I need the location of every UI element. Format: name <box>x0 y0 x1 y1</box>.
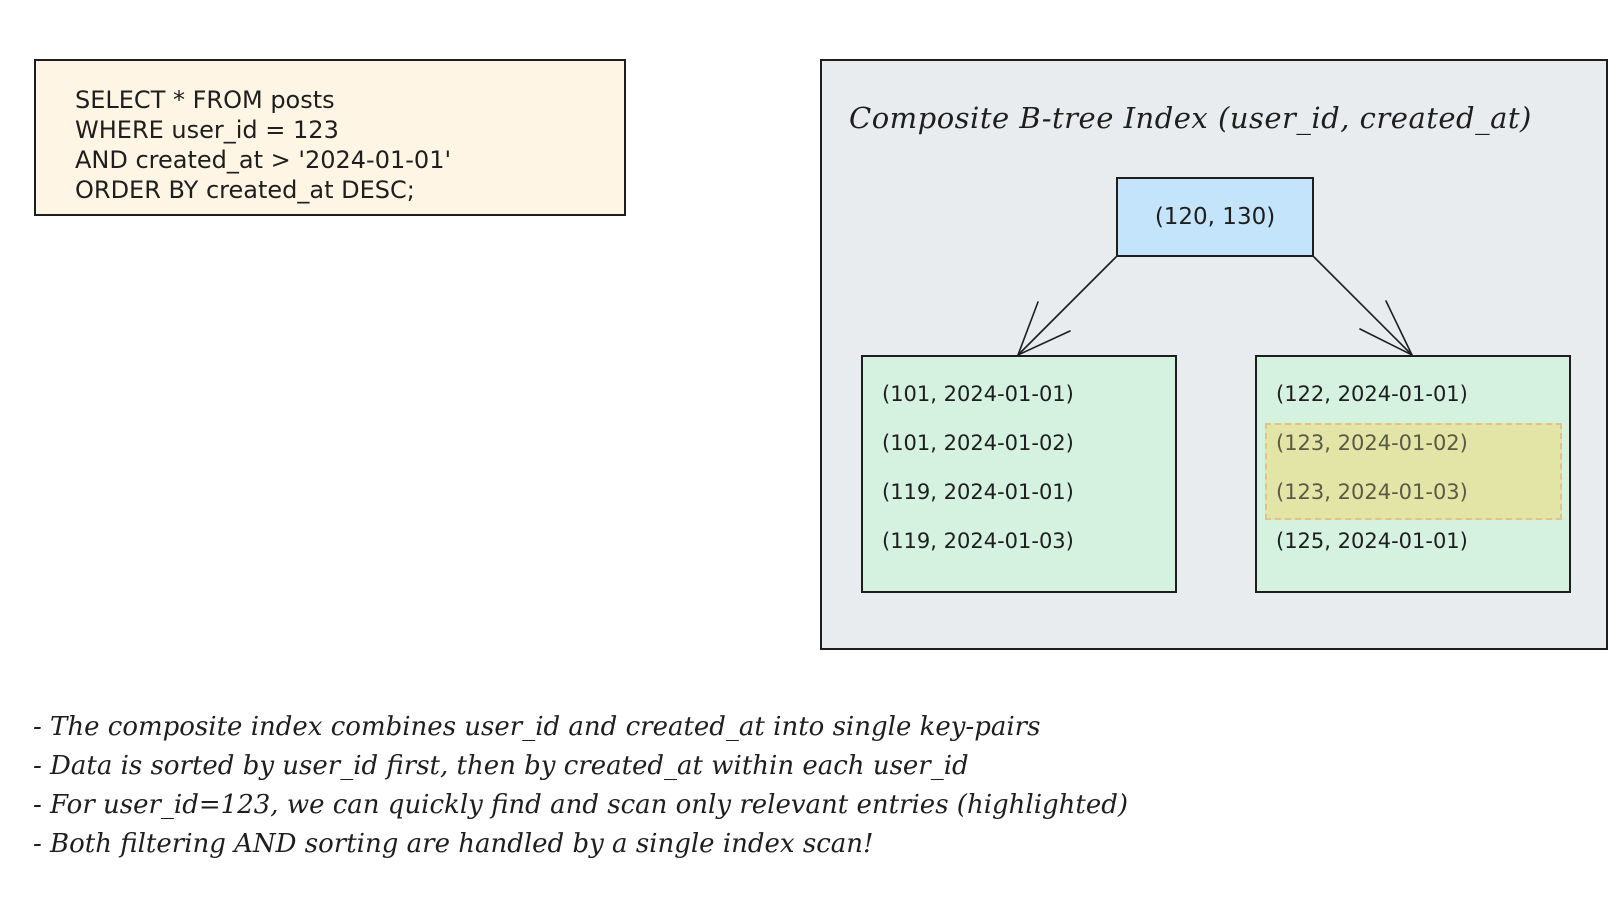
leaf-entry: (119, 2024-01-01) <box>882 480 1074 504</box>
leaf-entry-highlighted: (123, 2024-01-03) <box>1276 480 1468 504</box>
leaf-entry: (122, 2024-01-01) <box>1276 382 1468 406</box>
edge-left-arrowhead <box>1016 301 1071 357</box>
sql-line-order-by: ORDER BY created_at DESC; <box>75 176 415 204</box>
edge-root-to-right-leaf <box>1313 256 1413 356</box>
leaf-entry: (101, 2024-01-02) <box>882 431 1074 455</box>
sql-line-and: AND created_at > '2024-01-01' <box>75 146 452 174</box>
note-line: - For user_id=123, we can quickly find a… <box>33 790 1129 820</box>
sql-line-select: SELECT * FROM posts <box>75 86 335 114</box>
note-line: - Both filtering AND sorting are handled… <box>33 829 874 859</box>
root-node-keys: (120, 130) <box>1154 204 1276 230</box>
right-leaf-node: (122, 2024-01-01) (123, 2024-01-02) (123… <box>1255 355 1571 593</box>
leaf-entry: (101, 2024-01-01) <box>882 382 1074 406</box>
root-node: (120, 130) <box>1116 177 1314 257</box>
sql-query-box: SELECT * FROM posts WHERE user_id = 123 … <box>34 59 626 216</box>
note-line: - The composite index combines user_id a… <box>33 712 1041 742</box>
note-line: - Data is sorted by user_id first, then … <box>33 751 969 781</box>
left-leaf-node: (101, 2024-01-01) (101, 2024-01-02) (119… <box>861 355 1177 593</box>
sql-line-where: WHERE user_id = 123 <box>75 116 339 144</box>
highlighted-entries-region <box>1265 423 1562 520</box>
explanation-notes: - The composite index combines user_id a… <box>33 708 1128 864</box>
edge-right-arrowhead <box>1359 300 1414 357</box>
leaf-entry: (125, 2024-01-01) <box>1276 529 1468 553</box>
index-title: Composite B-tree Index (user_id, created… <box>849 101 1532 135</box>
composite-index-panel: Composite B-tree Index (user_id, created… <box>820 59 1608 650</box>
leaf-entry-highlighted: (123, 2024-01-02) <box>1276 431 1468 455</box>
leaf-entry: (119, 2024-01-03) <box>882 529 1074 553</box>
edge-root-to-left-leaf <box>1017 256 1117 356</box>
